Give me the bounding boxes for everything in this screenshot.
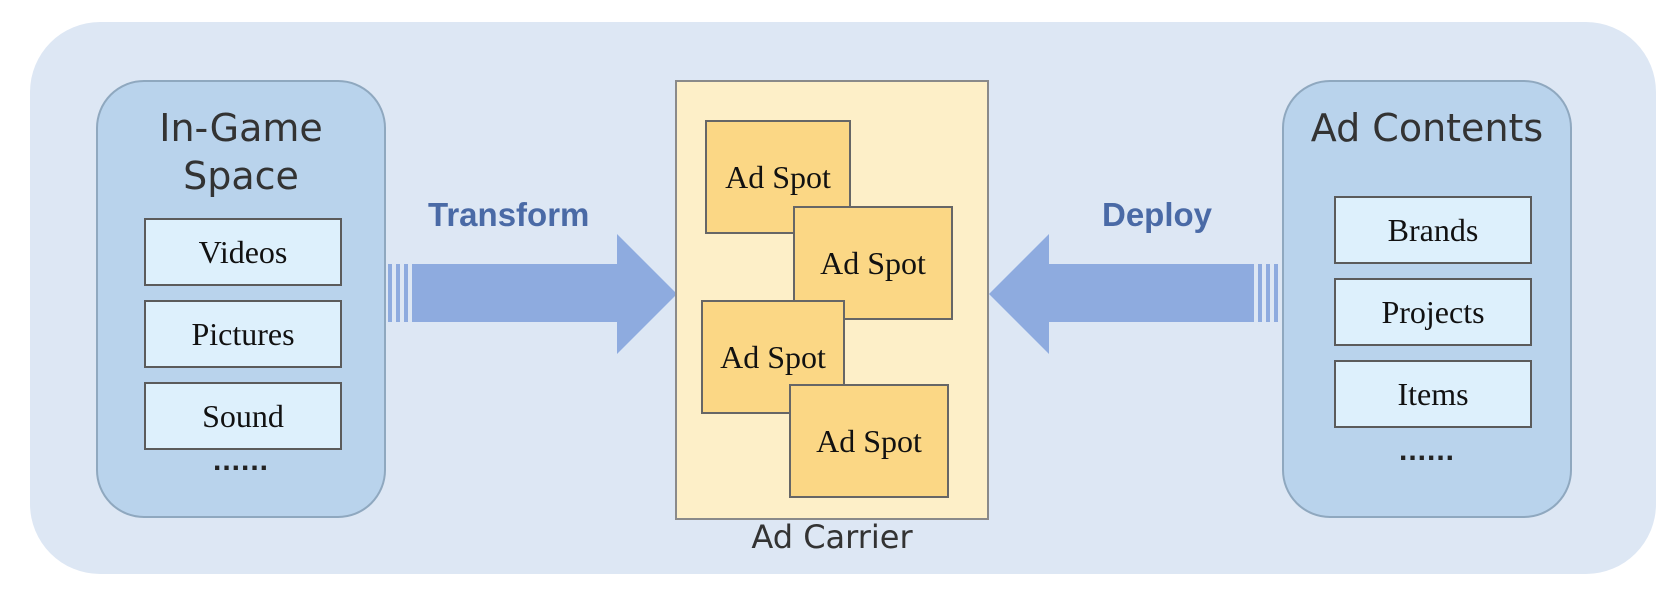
brands-box: Brands xyxy=(1334,196,1532,264)
pictures-box: Pictures xyxy=(144,300,342,368)
ad-contents-panel: Ad Contents Brands Projects Items ...... xyxy=(1282,80,1572,518)
deploy-label: Deploy xyxy=(1102,196,1213,233)
in-game-space-title: In-Game Space xyxy=(159,106,323,198)
items-box: Items xyxy=(1334,360,1532,428)
projects-box: Projects xyxy=(1334,278,1532,346)
left-ellipsis: ...... xyxy=(212,444,269,477)
sound-box: Sound xyxy=(144,382,342,450)
in-game-space-panel: In-Game Space Videos Pictures Sound ....… xyxy=(96,80,386,518)
transform-label: Transform xyxy=(428,196,590,233)
right-ellipsis: ...... xyxy=(1398,434,1455,467)
videos-box: Videos xyxy=(144,218,342,286)
ad-carrier-label: Ad Carrier xyxy=(751,518,913,556)
ad-carrier: Ad Spot Ad Spot Ad Spot Ad Spot xyxy=(675,80,989,520)
deploy-arrow-icon xyxy=(989,234,1278,354)
ad-spot-4: Ad Spot xyxy=(789,384,949,498)
ad-contents-title: Ad Contents xyxy=(1310,106,1544,150)
transform-arrow-icon xyxy=(388,234,677,354)
